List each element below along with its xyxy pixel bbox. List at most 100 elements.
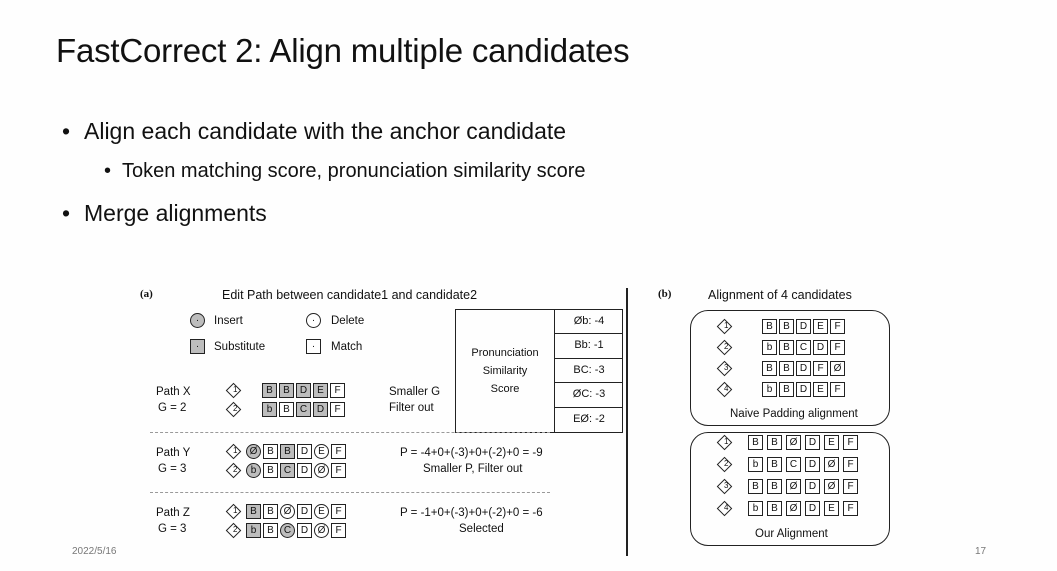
pronunciation-similarity-table: Pronunciation Similarity Score Øb: -4 Bb… bbox=[455, 309, 623, 433]
path-x-note1: Smaller G bbox=[389, 386, 441, 398]
token: Ø bbox=[786, 501, 801, 516]
token: B bbox=[779, 340, 794, 355]
token: Ø bbox=[280, 504, 295, 519]
token: D bbox=[813, 340, 828, 355]
path-x-note2: Filter out bbox=[389, 402, 434, 414]
divider-yz bbox=[150, 492, 550, 493]
token: F bbox=[331, 504, 346, 519]
token: F bbox=[813, 361, 828, 376]
token: D bbox=[313, 402, 328, 417]
token: b bbox=[762, 382, 777, 397]
token: B bbox=[280, 444, 295, 459]
token: F bbox=[330, 383, 345, 398]
delete-legend-label: Delete bbox=[331, 315, 365, 327]
token: D bbox=[297, 444, 312, 459]
delete-legend-icon: · bbox=[306, 313, 321, 328]
bullet-3-text: Merge alignments bbox=[84, 200, 267, 226]
bullet-1: •Align each candidate with the anchor ca… bbox=[62, 118, 566, 145]
candidate-number-diamond-icon: 2 bbox=[225, 401, 242, 418]
substitute-legend-label: Substitute bbox=[214, 341, 266, 353]
token: B bbox=[279, 402, 294, 417]
pron-score: Øb: -4 bbox=[555, 310, 623, 335]
path-y-label: Path Y bbox=[156, 447, 191, 459]
token: Ø bbox=[830, 361, 845, 376]
substitute-legend-icon: · bbox=[190, 339, 205, 354]
token: Ø bbox=[314, 463, 329, 478]
candidate-number-diamond-icon: 1 bbox=[225, 382, 242, 399]
panel-b-label: (b) bbox=[658, 288, 672, 300]
token: B bbox=[263, 504, 278, 519]
token: C bbox=[280, 463, 295, 478]
token: B bbox=[246, 504, 261, 519]
token: D bbox=[297, 504, 312, 519]
token: F bbox=[331, 444, 346, 459]
insert-legend-icon: · bbox=[190, 313, 205, 328]
token: b bbox=[246, 523, 261, 538]
our-alignment-box bbox=[690, 432, 890, 546]
token: D bbox=[796, 361, 811, 376]
token: E bbox=[313, 383, 328, 398]
bullet-dot-icon: • bbox=[104, 160, 112, 182]
token: F bbox=[830, 382, 845, 397]
path-z-g: G = 3 bbox=[158, 523, 187, 535]
token: E bbox=[813, 382, 828, 397]
path-y-note1: P = -4+0+(-3)+0+(-2)+0 = -9 bbox=[400, 447, 543, 459]
token: Ø bbox=[246, 444, 261, 459]
token: Ø bbox=[314, 523, 329, 538]
token: D bbox=[805, 457, 820, 472]
panel-b-title: Alignment of 4 candidates bbox=[708, 288, 852, 302]
token: E bbox=[813, 319, 828, 334]
bullet-dot-icon: • bbox=[62, 118, 71, 144]
token: E bbox=[824, 501, 839, 516]
candidate-number-diamond-icon: 2 bbox=[225, 462, 242, 479]
naive-alignment-box bbox=[690, 310, 890, 426]
path-z-note1: P = -1+0+(-3)+0+(-2)+0 = -6 bbox=[400, 507, 543, 519]
token: B bbox=[779, 382, 794, 397]
token: E bbox=[314, 444, 329, 459]
token: B bbox=[779, 361, 794, 376]
pron-score: Bb: -1 bbox=[555, 334, 623, 359]
token: b bbox=[262, 402, 277, 417]
match-legend-label: Match bbox=[331, 341, 363, 353]
naive-alignment-label: Naive Padding alignment bbox=[730, 408, 858, 420]
token: B bbox=[748, 435, 763, 450]
match-legend-icon: · bbox=[306, 339, 321, 354]
token: F bbox=[843, 435, 858, 450]
pron-score: EØ: -2 bbox=[573, 412, 605, 425]
token: b bbox=[246, 463, 261, 478]
token: F bbox=[843, 457, 858, 472]
token: B bbox=[762, 319, 777, 334]
token: B bbox=[263, 523, 278, 538]
candidate-number-diamond-icon: 2 bbox=[225, 522, 242, 539]
path-y-note2: Smaller P, Filter out bbox=[423, 463, 523, 475]
our-alignment-label: Our Alignment bbox=[755, 528, 828, 540]
token: F bbox=[830, 319, 845, 334]
token: C bbox=[796, 340, 811, 355]
insert-legend-label: Insert bbox=[214, 315, 243, 327]
token: C bbox=[786, 457, 801, 472]
token: D bbox=[805, 501, 820, 516]
token: E bbox=[824, 435, 839, 450]
bullet-3: • Merge alignments bbox=[62, 200, 267, 227]
token: D bbox=[297, 523, 312, 538]
token: B bbox=[767, 435, 782, 450]
token: E bbox=[314, 504, 329, 519]
path-y-g: G = 3 bbox=[158, 463, 187, 475]
token: F bbox=[843, 479, 858, 494]
candidate-number-diamond-icon: 1 bbox=[225, 503, 242, 520]
pron-table-scores: Øb: -4 Bb: -1 BC: -3 ØC: -3 EØ: -2 bbox=[554, 310, 623, 432]
token: B bbox=[263, 444, 278, 459]
token: B bbox=[279, 383, 294, 398]
token: B bbox=[748, 479, 763, 494]
token: Ø bbox=[786, 479, 801, 494]
token: D bbox=[796, 382, 811, 397]
bullet-2-text: Token matching score, pronunciation simi… bbox=[122, 160, 586, 182]
token: Ø bbox=[786, 435, 801, 450]
bullet-dot-icon: • bbox=[62, 200, 71, 226]
token: B bbox=[779, 319, 794, 334]
pron-table-label: Pronunciation Similarity Score bbox=[471, 347, 539, 395]
token: D bbox=[805, 479, 820, 494]
slide-title: FastCorrect 2: Align multiple candidates bbox=[56, 32, 630, 69]
panel-a-title: Edit Path between candidate1 and candida… bbox=[222, 288, 478, 302]
token: F bbox=[843, 501, 858, 516]
